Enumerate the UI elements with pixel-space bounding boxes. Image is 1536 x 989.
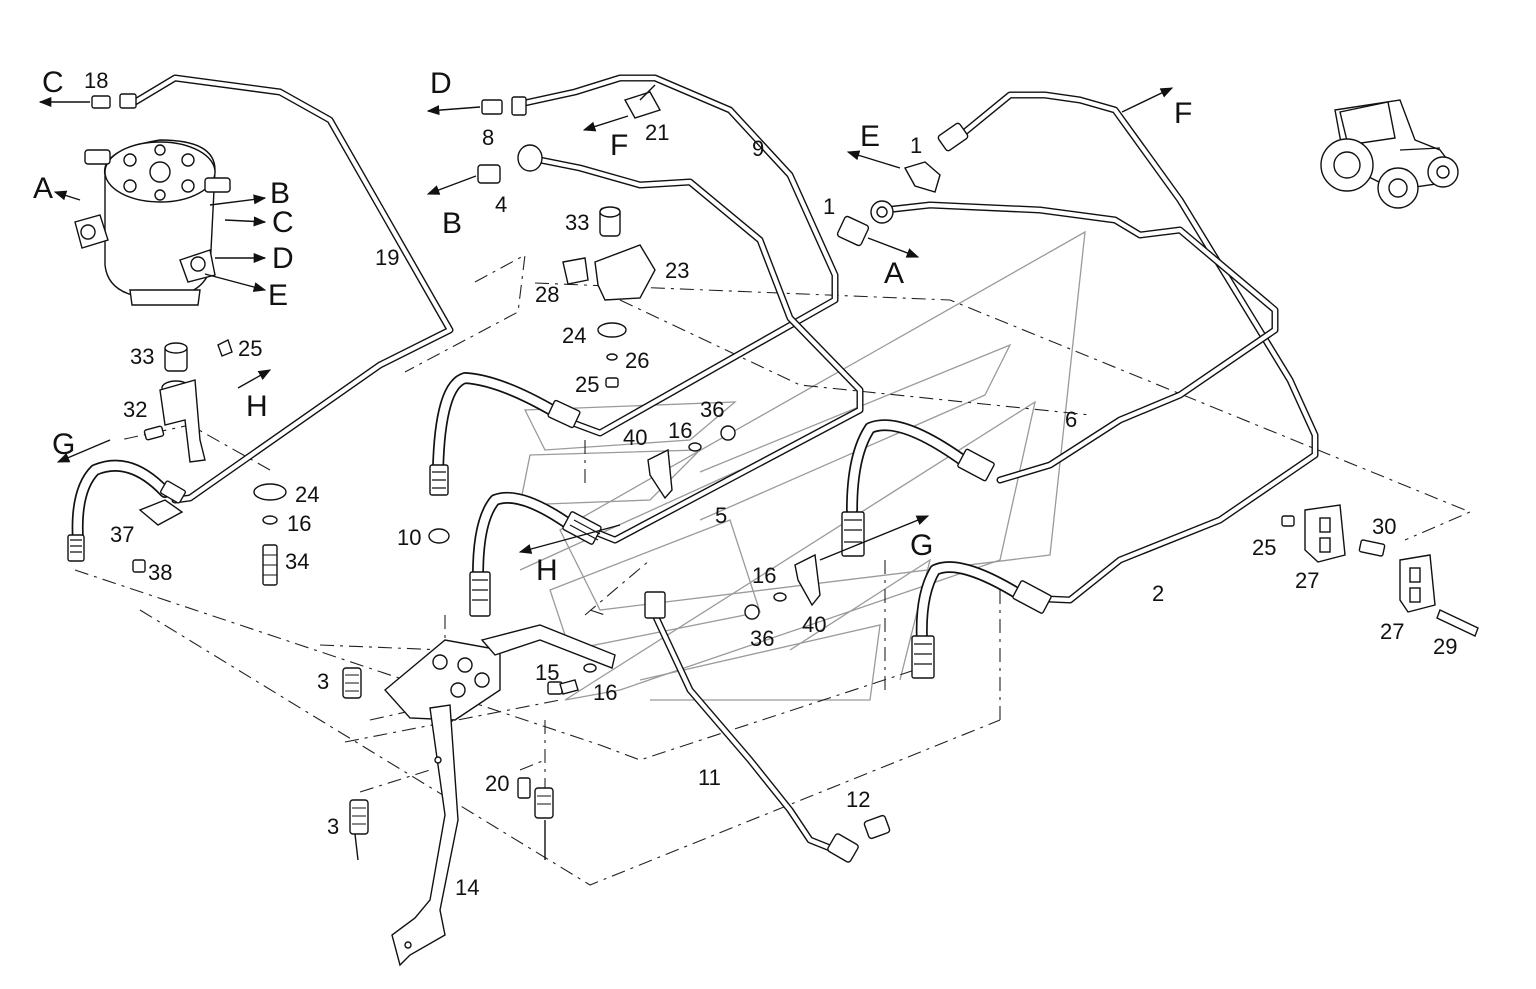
tractor-frame-outline (519, 230, 1086, 701)
bracket-32 (56, 339, 272, 573)
connection-letters: A B C D E C D B F E A F G H H G (33, 66, 1192, 587)
bracket-14 (383, 624, 616, 967)
callout-11: 11 (698, 765, 721, 790)
callout-5: 5 (715, 503, 727, 528)
callout-27-lower: 27 (1380, 619, 1404, 644)
callout-30: 30 (1372, 514, 1396, 539)
callout-4: 4 (495, 192, 507, 217)
letter-pump-D: D (272, 242, 294, 275)
callout-20: 20 (485, 771, 509, 796)
callout-24-left: 24 (295, 482, 319, 507)
letter-G-left: G (52, 428, 75, 461)
hose-6 (846, 419, 971, 516)
callout-33-top: 33 (565, 210, 589, 235)
adapters-3-20 (342, 528, 554, 861)
callout-21: 21 (645, 120, 669, 145)
callout-36-mid: 36 (750, 626, 774, 651)
clip-40-left (518, 425, 736, 554)
letter-F-top: F (1174, 97, 1192, 130)
callout-16-low: 16 (593, 680, 617, 705)
letter-A-1: A (884, 257, 904, 290)
letter-pump-E: E (268, 279, 288, 312)
callout-29: 29 (1433, 634, 1457, 659)
callout-3-bottom: 3 (327, 814, 339, 839)
callout-24-top: 24 (562, 323, 586, 348)
bolt-34-stack (253, 483, 287, 586)
callout-28: 28 (535, 282, 559, 307)
callout-34: 34 (285, 549, 309, 574)
callout-10: 10 (397, 525, 421, 550)
arrow-F-top (1121, 87, 1174, 113)
callout-8: 8 (482, 125, 494, 150)
pipe-11 (651, 611, 834, 852)
pipe-9 (516, 74, 839, 437)
hose-5 (472, 491, 576, 581)
tractor-icon (1320, 99, 1459, 209)
bracket-23 (562, 206, 656, 388)
letter-D-8: D (430, 67, 452, 100)
letter-B-4: B (442, 207, 462, 240)
letter-F-21: F (610, 129, 628, 162)
callout-1-mid: 1 (823, 194, 835, 219)
callout-38: 38 (148, 560, 172, 585)
clamps-27 (1281, 504, 1479, 637)
letter-E-1: E (860, 120, 880, 153)
clip-40-right (744, 515, 930, 620)
fitting-12 (863, 814, 891, 840)
letter-H-mid: H (536, 554, 558, 587)
callout-32: 32 (123, 397, 147, 422)
callout-37: 37 (110, 522, 134, 547)
elbow-1-top (846, 122, 969, 193)
callout-23: 23 (665, 258, 689, 283)
callout-16-mid: 16 (752, 563, 776, 588)
callout-25-left: 25 (238, 336, 262, 361)
callout-1-top: 1 (910, 133, 922, 158)
callout-2: 2 (1152, 581, 1164, 606)
letter-pump-A: A (33, 172, 53, 205)
letter-C-18: C (42, 66, 64, 99)
callout-33-left: 33 (130, 344, 154, 369)
fitting-4 (426, 144, 543, 195)
fitting-8 (426, 96, 527, 116)
callout-25-top: 25 (575, 372, 599, 397)
callout-14: 14 (455, 875, 479, 900)
hose-2 (915, 561, 1026, 646)
callout-15: 15 (535, 660, 559, 685)
pipe-E (951, 91, 1319, 604)
hardware-15-16 (547, 663, 597, 695)
callout-26: 26 (625, 348, 649, 373)
callout-3-top: 3 (317, 669, 329, 694)
hose-19-lower (71, 459, 171, 546)
letter-H-left: H (246, 390, 268, 423)
callout-16-top: 16 (668, 418, 692, 443)
callout-36-top: 36 (700, 397, 724, 422)
callout-27-upper: 27 (1295, 568, 1319, 593)
callout-12: 12 (846, 787, 870, 812)
pipe-4 (526, 154, 864, 544)
callout-16-left: 16 (287, 511, 311, 536)
callout-40-mid: 40 (802, 612, 826, 637)
hydraulic-pump (53, 139, 267, 306)
fitting-18 (38, 93, 137, 109)
reference-lines (74, 254, 1472, 886)
callout-19: 19 (375, 245, 399, 270)
pipe-A (881, 201, 1279, 484)
callout-25-right: 25 (1252, 535, 1276, 560)
callout-numbers: 18 19 8 4 21 9 1 1 33 23 28 24 26 25 36 … (84, 68, 1457, 900)
callout-40-top: 40 (623, 425, 647, 450)
callout-6: 6 (1065, 407, 1077, 432)
letter-pump-C: C (272, 206, 294, 239)
clamp-21 (582, 84, 662, 132)
letter-G-mid: G (910, 529, 933, 562)
callout-9: 9 (752, 136, 764, 161)
hose-fittings (67, 399, 1052, 863)
pipe-19 (131, 74, 454, 504)
letter-pump-B: B (270, 177, 290, 210)
callout-18: 18 (84, 68, 108, 93)
fitting-1-a (836, 200, 920, 258)
hose-10 (432, 372, 561, 476)
